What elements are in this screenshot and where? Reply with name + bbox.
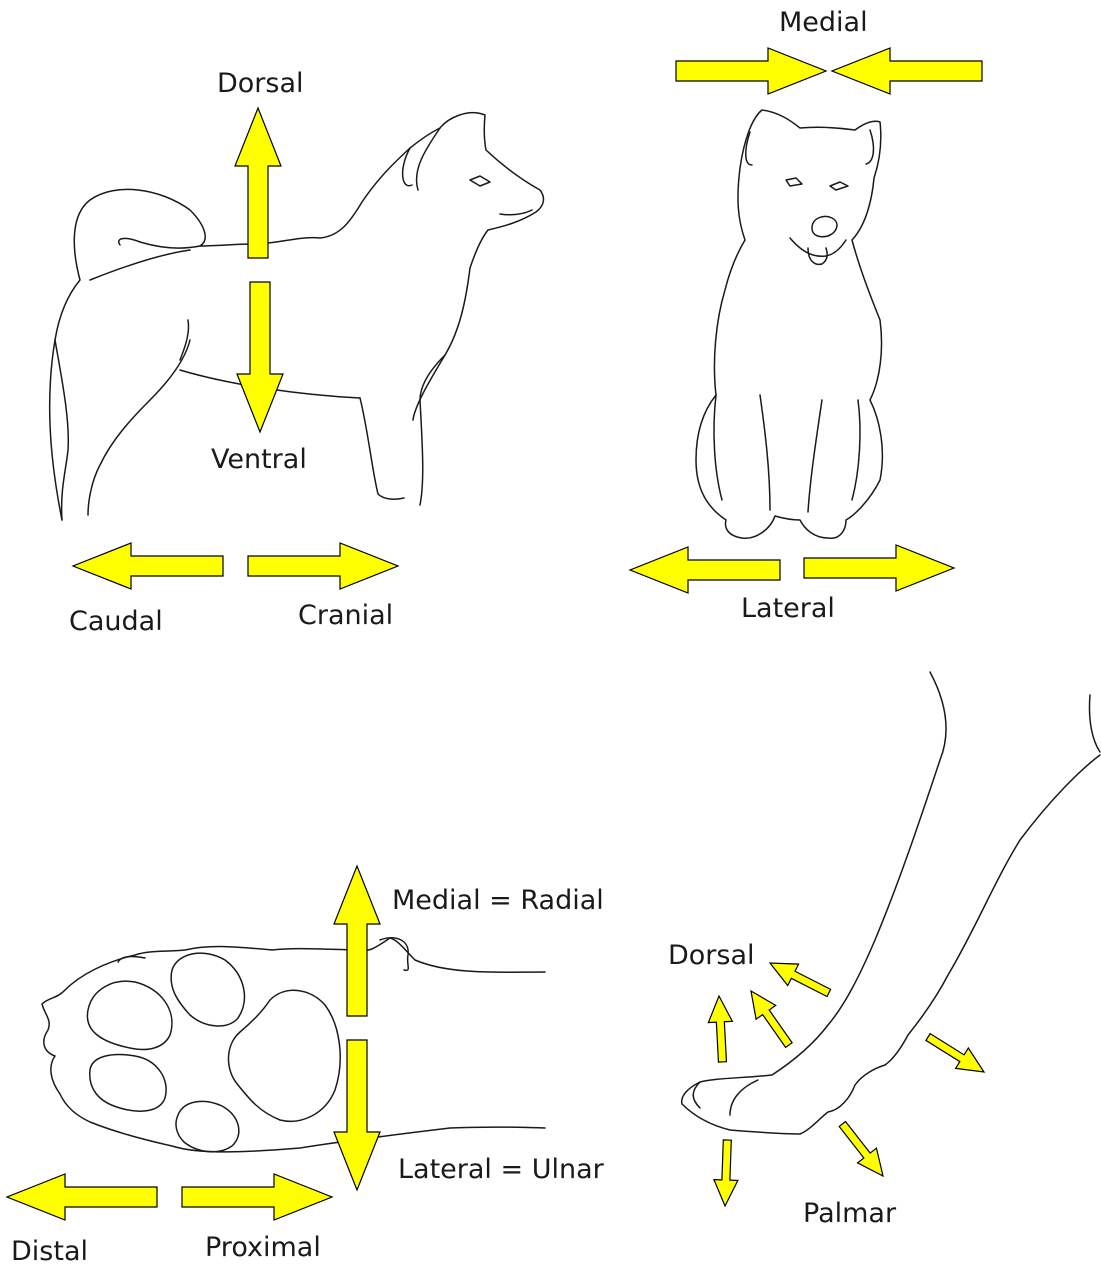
arrow-dorsal-leg-3: [707, 995, 734, 1062]
label-cranial: Cranial: [298, 600, 393, 631]
arrow-palmar-1: [713, 1140, 739, 1207]
arrow-lateral-ulnar: [334, 1040, 380, 1190]
arrow-dorsal-leg-2: [741, 984, 799, 1052]
panel-foreleg: Dorsal Palmar: [668, 672, 1100, 1229]
label-ventral: Ventral: [211, 444, 307, 475]
panel-side-view: Dorsal Ventral Caudal Cranial: [50, 68, 544, 637]
arrow-cranial: [248, 543, 398, 589]
label-lateral: Lateral: [741, 593, 835, 624]
arrow-lateral-left: [630, 547, 780, 593]
paw-illustration: [42, 938, 545, 1152]
arrow-medial-right: [832, 48, 982, 94]
arrow-lateral-right: [804, 545, 954, 591]
label-proximal: Proximal: [205, 1232, 321, 1263]
label-lateral-ulnar: Lateral = Ulnar: [398, 1154, 605, 1185]
arrow-caudal: [73, 543, 223, 589]
label-distal: Distal: [11, 1236, 88, 1267]
label-medial: Medial: [779, 7, 868, 38]
arrow-dorsal-leg-1: [765, 952, 835, 1003]
arrow-dorsal-leg-4: [922, 1027, 991, 1082]
label-palmar: Palmar: [803, 1198, 897, 1229]
sitting-dog-illustration: [696, 110, 882, 538]
foreleg-illustration: [682, 672, 1100, 1134]
arrow-medial-left: [676, 48, 826, 94]
label-dorsal: Dorsal: [217, 68, 304, 99]
label-dorsal-leg: Dorsal: [668, 940, 755, 971]
arrow-medial-radial: [334, 866, 380, 1016]
arrow-palmar-2: [833, 1117, 893, 1184]
panel-paw-pads: Medial = Radial Lateral = Ulnar Distal P…: [7, 866, 605, 1267]
panel-front-view: Medial Lateral: [630, 7, 982, 624]
arrow-proximal: [182, 1174, 332, 1220]
label-medial-radial: Medial = Radial: [392, 885, 604, 916]
arrow-dorsal: [235, 108, 281, 258]
label-caudal: Caudal: [69, 606, 163, 637]
arrow-distal: [7, 1174, 157, 1220]
arrow-ventral: [237, 282, 283, 432]
